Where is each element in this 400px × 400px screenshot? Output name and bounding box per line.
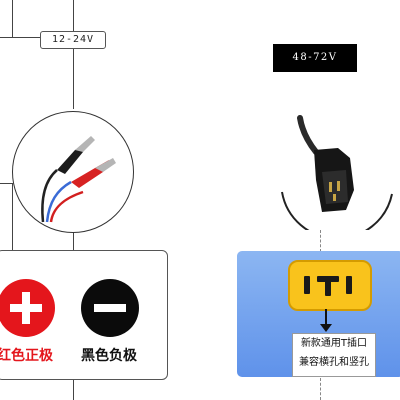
voltage-tag-12-24v: 12-24V: [40, 31, 106, 49]
socket-info-panel: 新款通用T插口 兼容横孔和竖孔: [237, 251, 400, 377]
vertical-connector-bottom: [73, 232, 74, 251]
power-plug-icon: [281, 115, 393, 240]
vertical-connector-top: [73, 0, 74, 109]
dashed-connector: [320, 230, 321, 252]
voltage-tag-48-72v: 48-72V: [273, 44, 357, 72]
positive-label: 红色正极: [0, 348, 53, 364]
vertical-connector-panel: [12, 183, 13, 250]
positive-terminal-icon: [0, 279, 55, 337]
down-arrow-icon: [325, 309, 327, 326]
polarity-panel: 红色正极 黑色负极: [0, 250, 168, 380]
negative-label: 黑色负极: [81, 348, 137, 364]
vertical-connector-exit: [73, 379, 74, 400]
socket-info-line1: 新款通用T插口: [300, 338, 368, 349]
t-socket-icon: [288, 260, 372, 311]
socket-info-box: 新款通用T插口 兼容横孔和竖孔: [292, 333, 376, 377]
vertical-connector-left: [12, 0, 13, 37]
horizontal-connector-circle: [0, 183, 12, 184]
alligator-clip-icon: [41, 136, 116, 223]
alligator-clip-image: [12, 111, 134, 233]
dashed-connector-bottom: [320, 378, 321, 400]
horizontal-connector-left: [0, 37, 40, 38]
power-plug-image: [280, 110, 400, 240]
negative-terminal-icon: [81, 279, 139, 337]
socket-info-line2: 兼容横孔和竖孔: [299, 357, 369, 368]
